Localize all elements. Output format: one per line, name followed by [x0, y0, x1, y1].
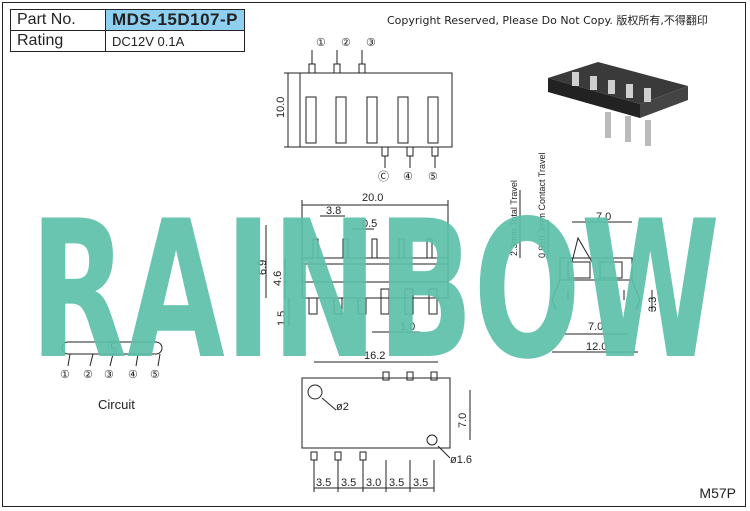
dim-pcb-length: 16.2 [364, 350, 385, 362]
dim-pcb-pitch-2: 3.5 [341, 477, 356, 489]
model-code: M57P [699, 485, 736, 501]
dim-travel-total: 2.3mm Total Travel [509, 180, 519, 256]
dim-pcb-pitch-5: 3.5 [413, 477, 428, 489]
pin-label-1: ① [316, 37, 326, 49]
dim-pcb-pitch-1: 3.5 [316, 477, 331, 489]
circuit-pin-5: ⑤ [150, 369, 160, 381]
dim-length: 20.0 [362, 192, 383, 204]
copyright-notice: Copyright Reserved, Please Do Not Copy. … [387, 14, 708, 27]
dim-height-side: 6.9 [257, 260, 269, 275]
dim-pin-pitch: 1.0 [400, 321, 415, 333]
dim-width-outer: 12.0 [586, 341, 607, 353]
pin-label-3: ③ [366, 37, 376, 49]
circuit-pin-1: ① [60, 369, 70, 381]
dim-pin-len: 1.5 [276, 311, 288, 326]
dim-pcb-pitch-3: 3.0 [366, 477, 381, 489]
circuit-caption: Circuit [98, 397, 135, 412]
dim-hole-big: ø2 [336, 401, 349, 413]
side-view [519, 190, 653, 353]
part-number: MDS-15D107-P [105, 9, 245, 31]
dim-body-height: 4.6 [272, 271, 284, 286]
pin-label-c: Ⓒ [378, 170, 389, 183]
pin-label-4: ④ [403, 171, 413, 183]
dim-hole-small: ø1.6 [450, 454, 472, 466]
pcb-layout [301, 361, 471, 492]
dim-pcb-height: 7.0 [457, 413, 469, 428]
rating-label: Rating [10, 30, 106, 52]
dim-pin-width: 0.5 [362, 218, 377, 230]
rating-value: DC12V 0.1A [105, 30, 245, 52]
circuit-pin-4: ④ [128, 369, 138, 381]
dim-leg-height: 3.3 [647, 297, 659, 312]
dim-width-inner: 7.0 [588, 321, 603, 333]
dim-height-top: 10.0 [275, 97, 287, 118]
dim-actuator: 7.0 [596, 211, 611, 223]
pin-label-5: ⑤ [428, 171, 438, 183]
pin-label-2: ② [341, 37, 351, 49]
dim-travel-contact: 0.9±0.3mm Contact Travel [537, 153, 547, 258]
circuit-pin-3: ③ [104, 369, 114, 381]
product-render [548, 62, 688, 146]
front-view [265, 200, 449, 333]
dim-pcb-pitch-4: 3.5 [389, 477, 404, 489]
dim-pitch: 3.8 [326, 205, 341, 217]
title-block: Part No. MDS-15D107-P Rating DC12V 0.1A [10, 9, 245, 52]
circuit-pin-c: Ⓒ [108, 340, 119, 353]
circuit-pin-2: ② [83, 369, 93, 381]
top-view [284, 50, 453, 168]
circuit-symbol [61, 341, 163, 367]
